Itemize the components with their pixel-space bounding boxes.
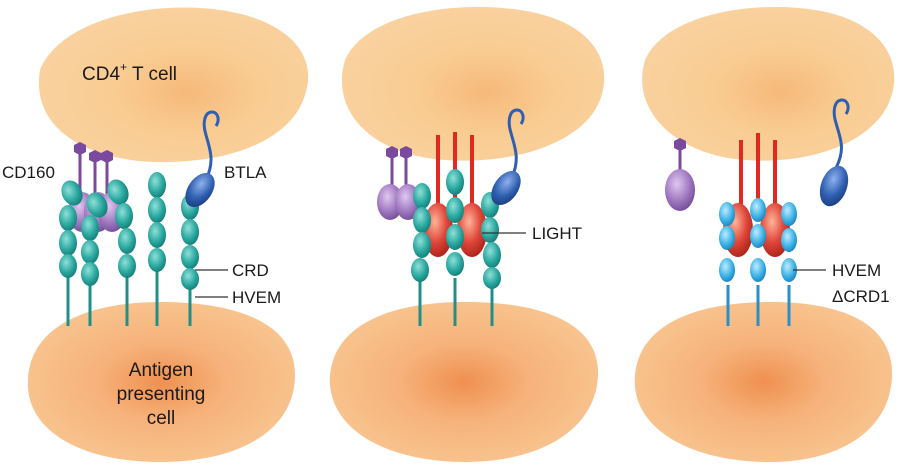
apc-right xyxy=(634,302,893,462)
crd-label: CRD xyxy=(232,261,269,280)
t-cell-label: CD4+ T cell xyxy=(82,60,177,85)
t-cell-right xyxy=(642,7,895,161)
panel-1 xyxy=(59,110,228,326)
btla-free xyxy=(819,98,850,207)
hvem-mutant-label-line2: ΔCRD1 xyxy=(832,287,890,306)
hvem-mutant-chains xyxy=(719,198,797,282)
cd160-molecules-2 xyxy=(377,146,421,220)
light-label: LIGHT xyxy=(532,224,582,243)
apc-middle xyxy=(329,302,599,462)
cd160-free xyxy=(665,138,695,211)
btla-molecule-2 xyxy=(491,108,525,206)
panel-2 xyxy=(377,108,526,326)
cd160-label: CD160 xyxy=(2,163,55,182)
t-cell-left xyxy=(38,7,309,163)
t-cell-middle xyxy=(341,7,605,161)
panel-3 xyxy=(665,98,850,326)
light-stalks-3 xyxy=(739,133,777,205)
btla-molecule xyxy=(185,110,220,208)
apc-label-line1: Antigen xyxy=(129,360,193,381)
hvem-mutant-label-line1: HVEM xyxy=(832,261,881,280)
hvem-chains-2 xyxy=(411,169,501,289)
btla-label: BTLA xyxy=(224,163,267,182)
apc-label-line3: cell xyxy=(147,408,176,429)
hvem-label: HVEM xyxy=(232,288,281,307)
apc-left xyxy=(27,302,295,462)
apc-label-line2: presenting xyxy=(117,384,206,405)
